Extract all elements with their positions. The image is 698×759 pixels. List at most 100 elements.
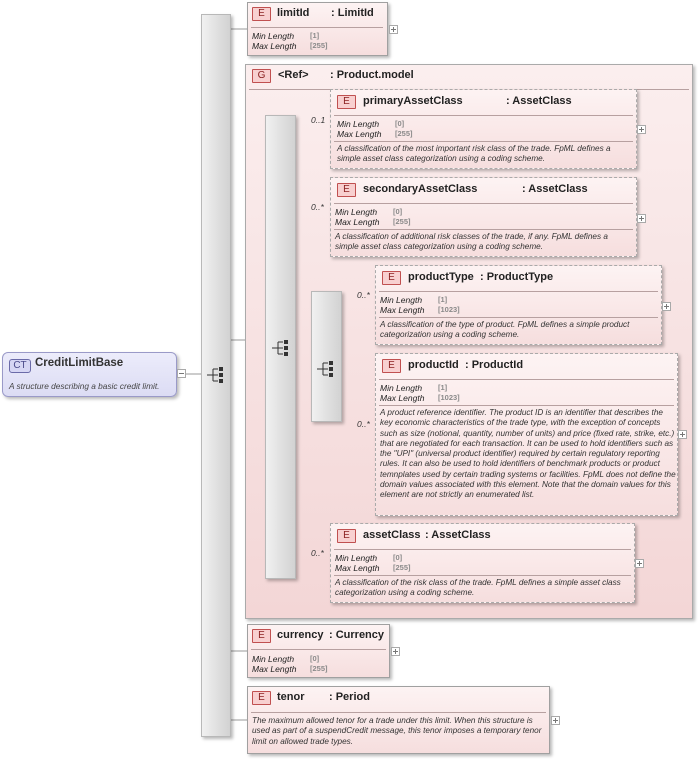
element-name: primaryAssetClass [363, 95, 463, 107]
element-name: productId [408, 359, 459, 371]
element-description: A classification of the risk class of th… [335, 578, 621, 598]
facet-value: [255] [395, 129, 413, 138]
divider [379, 379, 674, 380]
group-badge: G [252, 69, 271, 83]
facet-label: Max Length [252, 664, 297, 674]
facet-value: [255] [393, 217, 411, 226]
facet-label: Min Length [337, 119, 380, 129]
group-sequence-bar [265, 115, 296, 579]
element-badge: E [382, 359, 401, 373]
divider [251, 27, 383, 28]
facet-value: [0] [395, 119, 405, 128]
element-type: : ProductId [465, 359, 524, 371]
facet-value: [0] [310, 654, 320, 663]
element-badge: E [252, 629, 271, 643]
divider [251, 649, 386, 650]
facet-value: [1] [438, 383, 448, 392]
facet-label: Min Length [252, 654, 295, 664]
element-name: currency [277, 629, 324, 641]
element-tenor[interactable]: E tenor : Period The maximum allowed ten… [247, 686, 550, 754]
facet-value: [255] [310, 41, 328, 50]
group-type: : Product.model [330, 69, 414, 81]
element-assetClass[interactable]: E assetClass : AssetClass Min Length [0]… [330, 523, 635, 603]
facet-label: Min Length [252, 31, 295, 41]
facet-label: Max Length [380, 305, 425, 315]
expand-toggle[interactable] [635, 559, 644, 568]
divider [334, 141, 633, 142]
facet-value: [255] [310, 664, 328, 673]
facet-value: [1] [310, 31, 320, 40]
expand-toggle[interactable] [637, 214, 646, 223]
facet-value: [0] [393, 553, 403, 562]
element-description: The maximum allowed tenor for a trade un… [252, 716, 542, 746]
occurrence-label: 0..* [311, 548, 324, 558]
element-description: A classification of the most important r… [337, 144, 611, 164]
divider [334, 229, 633, 230]
divider [334, 549, 631, 550]
facet-value: [0] [393, 207, 403, 216]
element-description: A product reference identifier. The prod… [380, 408, 676, 500]
occurrence-label: 0..1 [311, 115, 326, 125]
facet-label: Min Length [380, 295, 423, 305]
facet-label: Min Length [380, 383, 423, 393]
element-badge: E [252, 691, 271, 705]
element-limitId[interactable]: E limitId : LimitId Min Length [1] Max L… [247, 2, 388, 56]
expand-toggle[interactable] [389, 25, 398, 34]
complex-type-description: A structure describing a basic credit li… [9, 381, 160, 391]
element-name: secondaryAssetClass [363, 183, 478, 195]
expand-toggle[interactable] [662, 302, 671, 311]
expand-toggle[interactable] [637, 125, 646, 134]
element-productId[interactable]: E productId : ProductId Min Length [1] M… [375, 353, 678, 516]
facet-label: Min Length [335, 553, 378, 563]
facet-value: [255] [393, 563, 411, 572]
element-type: : ProductType [480, 271, 554, 283]
element-name: productType [408, 271, 474, 283]
complex-type-badge: CT [9, 359, 31, 373]
divider [251, 712, 546, 713]
divider [334, 115, 633, 116]
element-badge: E [337, 529, 356, 543]
facet-value: [1] [438, 295, 448, 304]
element-name: assetClass [363, 529, 421, 541]
element-type: : AssetClass [506, 95, 572, 107]
facet-label: Min Length [335, 207, 378, 217]
element-description: A classification of additional risk clas… [335, 232, 608, 252]
divider [379, 317, 658, 318]
element-type: : Currency [329, 629, 385, 641]
divider [379, 291, 658, 292]
element-name: tenor [277, 691, 305, 703]
facet-label: Max Length [252, 41, 297, 51]
facet-label: Max Length [335, 563, 380, 573]
sequence-icon [206, 366, 226, 384]
collapse-toggle[interactable] [177, 369, 186, 378]
expand-toggle[interactable] [678, 430, 687, 439]
element-productType[interactable]: E productType : ProductType Min Length [… [375, 265, 662, 345]
facet-value: [1023] [438, 305, 460, 314]
divider [379, 405, 674, 406]
sequence-icon [316, 360, 336, 378]
occurrence-label: 0..* [311, 202, 324, 212]
facet-label: Max Length [337, 129, 382, 139]
element-type: : Period [329, 691, 370, 703]
element-secondaryAssetClass[interactable]: E secondaryAssetClass : AssetClass Min L… [330, 177, 637, 257]
divider [334, 575, 631, 576]
occurrence-label: 0..* [357, 419, 370, 429]
complex-type-name: CreditLimitBase [35, 357, 124, 369]
element-currency[interactable]: E currency : Currency Min Length [0] Max… [247, 624, 390, 678]
facet-value: [1023] [438, 393, 460, 402]
element-primaryAssetClass[interactable]: E primaryAssetClass : AssetClass Min Len… [330, 89, 637, 169]
element-badge: E [252, 7, 271, 21]
expand-toggle[interactable] [391, 647, 400, 656]
complex-type-box[interactable]: CT CreditLimitBase A structure describin… [2, 352, 177, 397]
element-badge: E [337, 95, 356, 109]
element-name: limitId [277, 7, 310, 19]
element-type: : LimitId [331, 7, 374, 19]
occurrence-label: 0..* [357, 290, 370, 300]
group-ref: <Ref> [278, 69, 309, 81]
facet-label: Max Length [380, 393, 425, 403]
element-description: A classification of the type of product.… [380, 320, 630, 340]
expand-toggle[interactable] [551, 716, 560, 725]
main-sequence-bar [201, 14, 231, 737]
choice-sequence-bar [311, 291, 342, 422]
element-badge: E [382, 271, 401, 285]
